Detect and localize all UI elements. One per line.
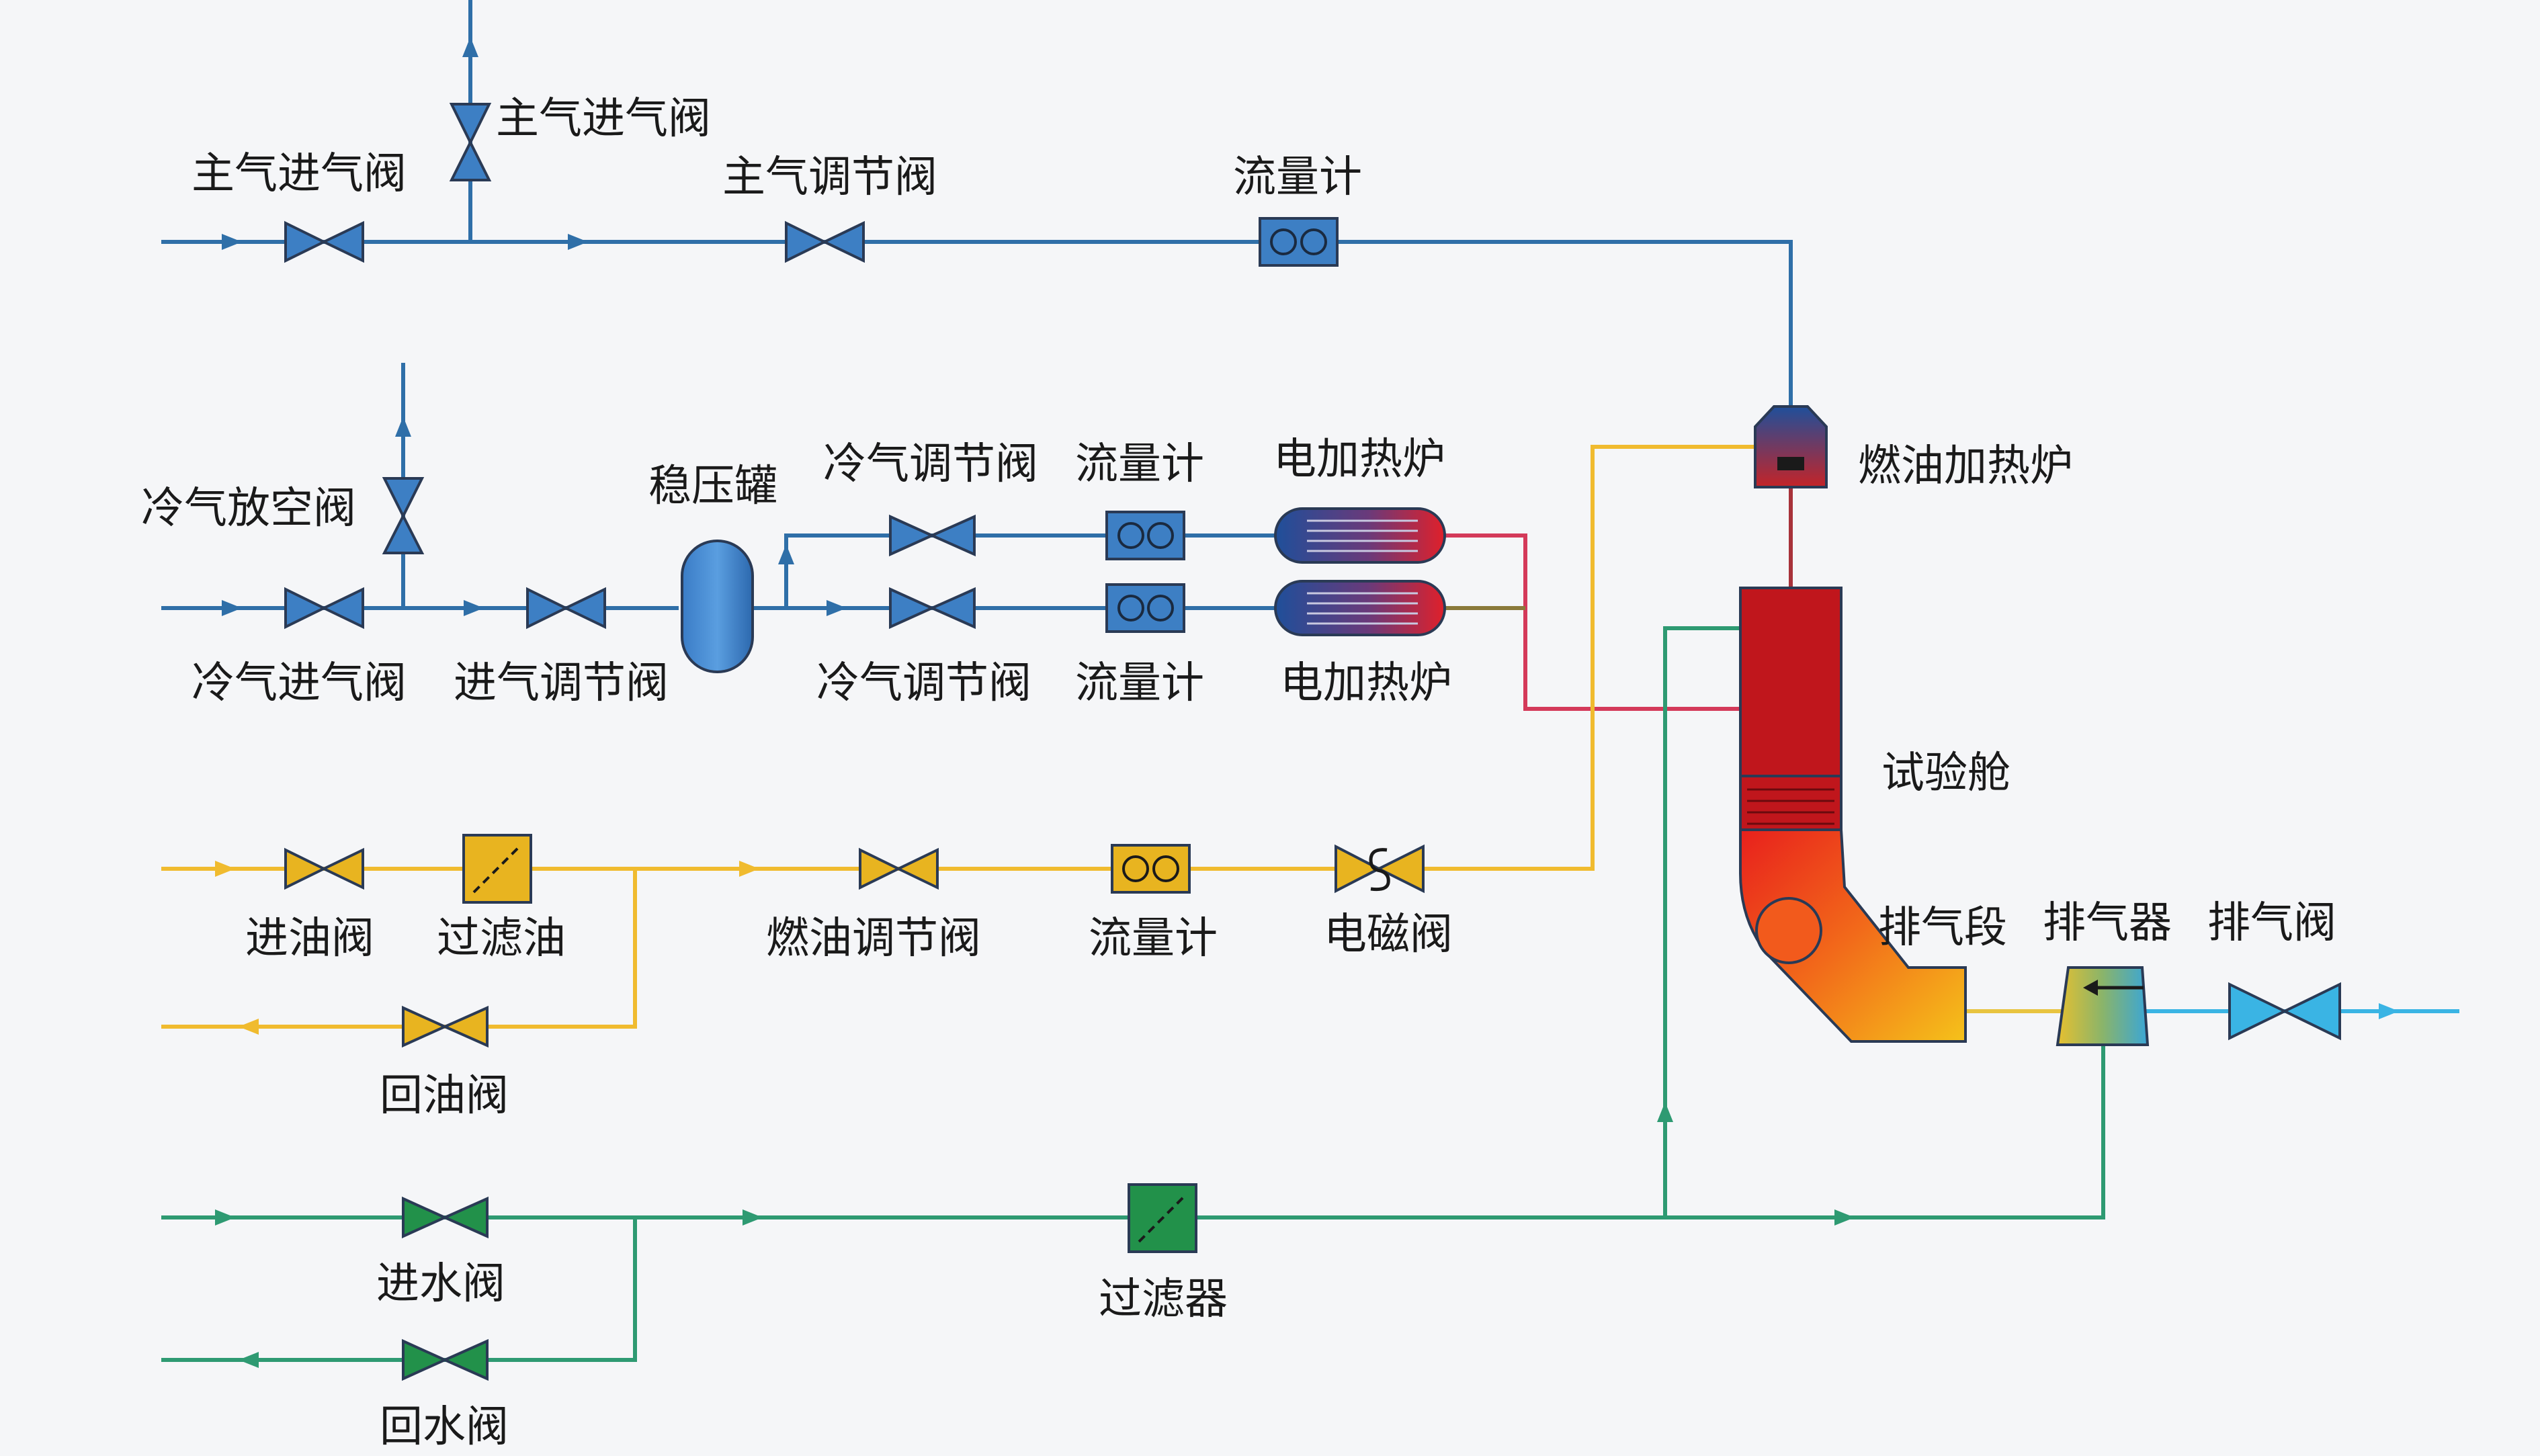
tank-branch-pipe: [784, 533, 1277, 608]
exhauster: [2056, 966, 2150, 1046]
arrow-icon: [222, 600, 242, 616]
test-chamber: [1739, 587, 1843, 831]
label-water-return-valve: 回水阀: [380, 1402, 509, 1452]
label-exhauster: 排气器: [2043, 898, 2172, 948]
arrow-icon: [743, 1209, 763, 1226]
water-supply-pipe: [161, 1038, 2105, 1219]
oil-return-pipe: [161, 869, 637, 1029]
label-cold-vent-valve: 冷气放空阀: [141, 484, 356, 533]
label-oil-filter: 过滤油: [437, 914, 566, 963]
surge-tank: [681, 540, 754, 673]
exhaust-section: [1739, 828, 1967, 1043]
components: [284, 103, 2341, 1381]
heater-top-outlet-pipe: [1445, 533, 1747, 711]
label-main-flowmeter: 流量计: [1233, 153, 1362, 202]
label-main-vent-valve: 主气进气阀: [496, 94, 711, 144]
cold-inlet-valve: [284, 587, 364, 630]
label-solenoid-valve: 电磁阀: [1324, 910, 1453, 959]
oil-flowmeter: [1111, 844, 1191, 894]
main-air-pipe: [161, 240, 1793, 417]
label-test-chamber: 试验舱: [1881, 748, 2010, 798]
labels: 主气进气阀 主气进气阀 主气调节阀 流量计 稳压罐 冷气调节阀 流量计 电加热炉…: [141, 94, 2336, 1452]
arrow-icon: [1834, 1209, 1855, 1226]
cold-vent-valve: [382, 477, 425, 554]
inlet-reg-valve: [526, 587, 606, 630]
label-fuel-heater: 燃油加热炉: [1858, 441, 2073, 491]
oil-filter: [462, 834, 532, 904]
arrow-icon: [395, 417, 411, 437]
flow-arrows: [215, 37, 2399, 1368]
label-exhaust-valve: 排气阀: [2207, 898, 2336, 948]
label-oil-return-valve: 回油阀: [380, 1071, 509, 1121]
label-flowmeter-top: 流量计: [1075, 439, 1204, 489]
main-reg-valve: [785, 220, 865, 263]
cold-reg-valve-bottom: [889, 587, 976, 630]
water-filter: [1128, 1183, 1197, 1253]
label-flowmeter-bottom: 流量计: [1075, 658, 1204, 708]
main-inlet-valve: [284, 220, 364, 263]
fuel-reg-valve: [859, 847, 939, 890]
heater-bottom: [1274, 580, 1446, 636]
cold-reg-valve-top: [889, 514, 976, 557]
label-oil-inlet-valve: 进油阀: [245, 914, 374, 963]
label-cold-reg-valve-bottom: 冷气调节阀: [816, 658, 1031, 708]
label-exhaust-section: 排气段: [1878, 903, 2007, 953]
solenoid-valve: [1335, 844, 1425, 894]
label-surge-tank: 稳压罐: [648, 462, 777, 511]
arrow-icon: [827, 600, 847, 616]
arrow-icon: [739, 861, 759, 877]
arrow-icon: [1657, 1102, 1673, 1122]
oil-inlet-valve: [284, 847, 364, 890]
arrow-icon: [568, 234, 588, 250]
label-inlet-reg-valve: 进气调节阀: [454, 658, 669, 708]
flowmeter-top: [1105, 511, 1185, 560]
arrow-icon: [215, 861, 235, 877]
heater-top: [1274, 507, 1446, 564]
water-return-pipe: [161, 1217, 637, 1362]
water-return-valve: [402, 1338, 489, 1381]
arrow-icon: [464, 600, 484, 616]
arrow-icon: [778, 544, 794, 564]
arrow-icon: [222, 234, 242, 250]
oil-return-valve: [402, 1005, 489, 1048]
flowmeter-bottom: [1105, 583, 1185, 633]
pipes: [161, 0, 2459, 1362]
arrow-icon: [462, 37, 478, 57]
fuel-heater: [1754, 405, 1828, 488]
label-main-inlet-valve: 主气进气阀: [192, 149, 407, 199]
label-cold-reg-valve-top: 冷气调节阀: [823, 439, 1038, 489]
label-heater-bottom: 电加热炉: [1280, 658, 1452, 708]
label-cold-inlet-valve: 冷气进气阀: [192, 658, 407, 708]
arrow-icon: [2379, 1003, 2399, 1019]
water-to-chamber-pipe: [1663, 626, 1740, 1217]
arrow-icon: [239, 1352, 259, 1368]
label-main-reg-valve: 主气调节阀: [722, 153, 937, 202]
label-water-inlet-valve: 进水阀: [376, 1259, 505, 1309]
arrow-icon: [239, 1019, 259, 1035]
exhaust-valve-shape: [2228, 982, 2341, 1041]
label-water-filter: 过滤器: [1099, 1275, 1228, 1324]
water-inlet-valve: [402, 1196, 489, 1239]
main-vent-valve: [449, 103, 492, 181]
main-flowmeter: [1259, 217, 1339, 267]
arrow-icon: [215, 1209, 235, 1226]
label-oil-flowmeter: 流量计: [1089, 914, 1218, 963]
label-fuel-reg-valve: 燃油调节阀: [766, 914, 981, 963]
label-heater-top: 电加热炉: [1273, 435, 1445, 484]
